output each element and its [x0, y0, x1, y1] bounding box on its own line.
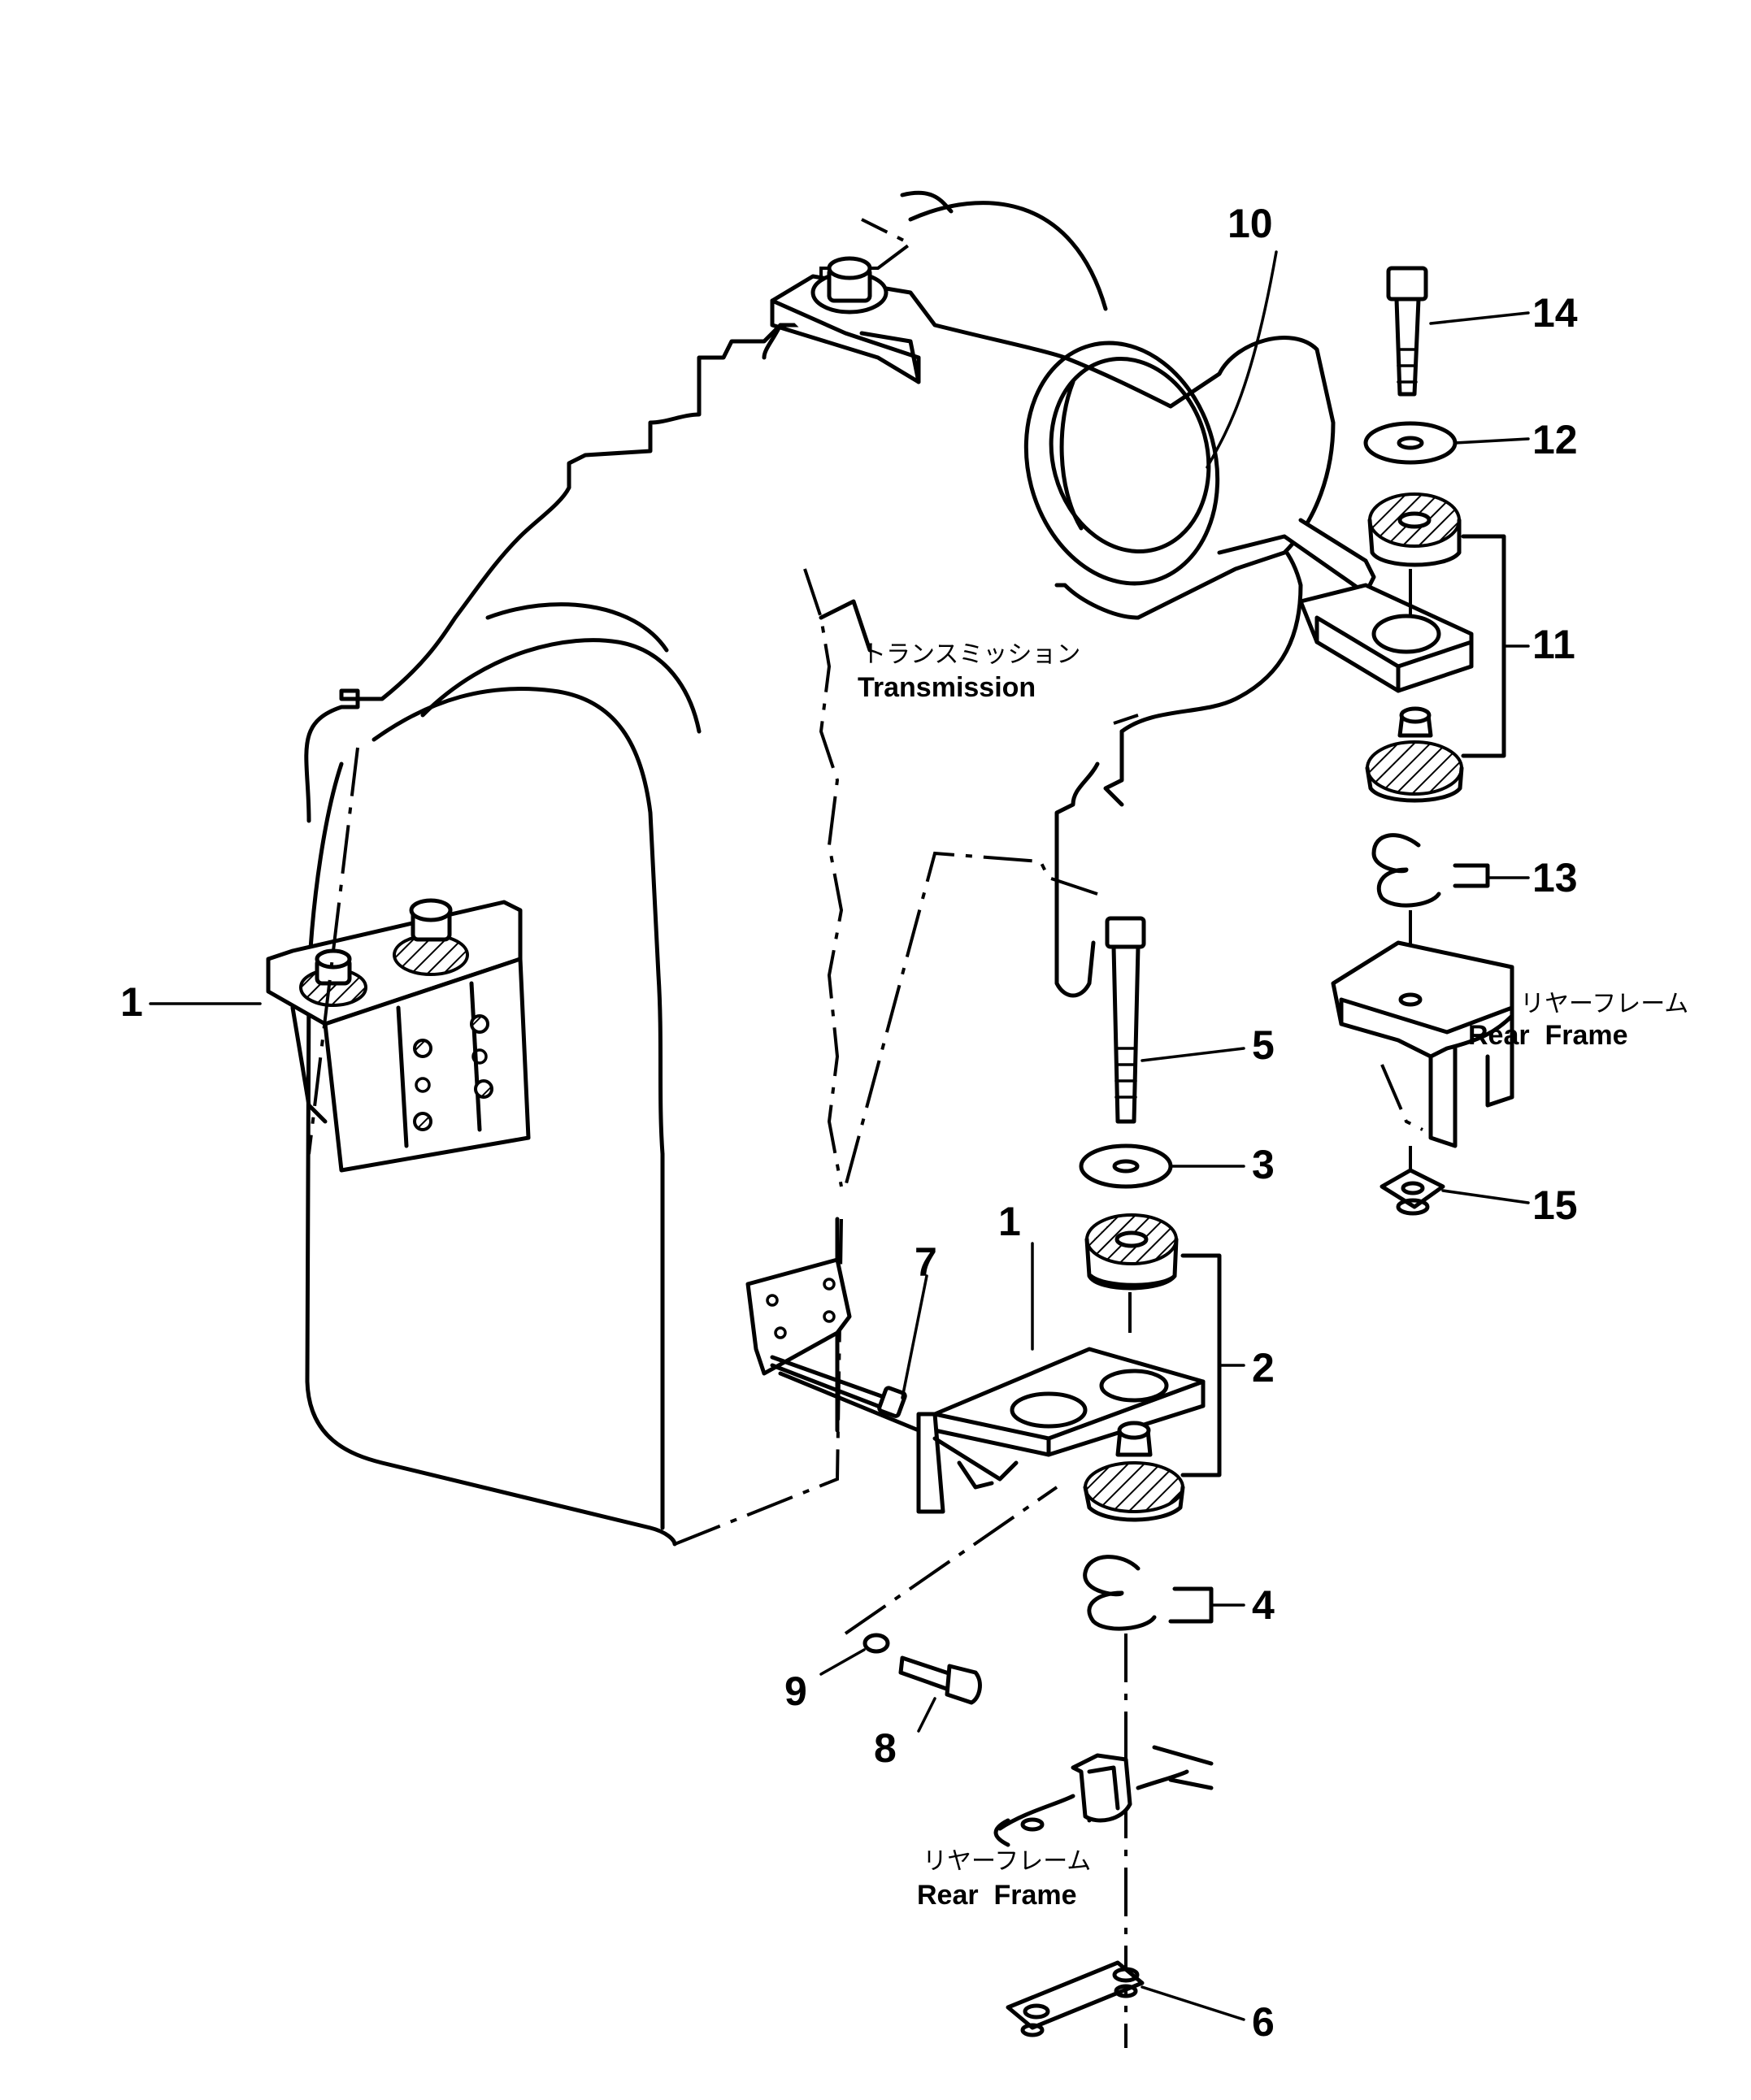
callout-numbers: 1 1 2 3 4 5 6 7 8 9 10 11 12 13 14 15 [120, 201, 1578, 2045]
component-label: トランスミッション Transmission [858, 641, 1080, 703]
callout-1-left: 1 [120, 979, 143, 1025]
left-mount-assembly [266, 898, 531, 1173]
right-stack [1331, 266, 1514, 1216]
callout-3: 3 [1252, 1142, 1275, 1187]
callout-4: 4 [1252, 1582, 1275, 1628]
transmission-label-en: Transmission [858, 672, 1036, 703]
left-centerline [307, 747, 359, 1155]
rear-frame-lower-en: Rear Frame [917, 1880, 1077, 1911]
leader-lines [149, 250, 1530, 2021]
callout-2: 2 [1252, 1345, 1275, 1391]
callout-6: 6 [1252, 1999, 1275, 2045]
rear-frame-upper-label: リヤーフレーム Rear Frame [1468, 991, 1688, 1051]
callout-15: 15 [1532, 1182, 1578, 1228]
callout-1-bracket: 1 [998, 1199, 1021, 1244]
callout-9: 9 [784, 1668, 807, 1714]
rear-frame-upper-jp: リヤーフレーム [1520, 991, 1688, 1017]
transmission-label-jp: トランスミッション [862, 641, 1080, 668]
rear-frame-upper-en: Rear Frame [1468, 1020, 1628, 1051]
rear-frame-lower-jp: リヤーフレーム [923, 1848, 1091, 1875]
callout-11: 11 [1532, 622, 1575, 667]
callout-8: 8 [874, 1725, 897, 1771]
transmission-housing [304, 190, 1303, 1547]
arm-bracket-10 [770, 256, 1474, 693]
lower-mount-bracket [745, 1257, 1206, 1514]
callout-5: 5 [1252, 1022, 1275, 1068]
callout-14: 14 [1532, 290, 1578, 336]
callout-7: 7 [915, 1239, 937, 1285]
rear-frame-lower-label: リヤーフレーム Rear Frame [917, 1848, 1091, 1911]
callout-10: 10 [1227, 201, 1273, 246]
callout-12: 12 [1532, 417, 1578, 462]
bolt-8-washer-9 [844, 1486, 1058, 1705]
lower-rear-frame [993, 1745, 1214, 2037]
callout-13: 13 [1532, 855, 1578, 900]
lower-stack [1079, 916, 1222, 2048]
